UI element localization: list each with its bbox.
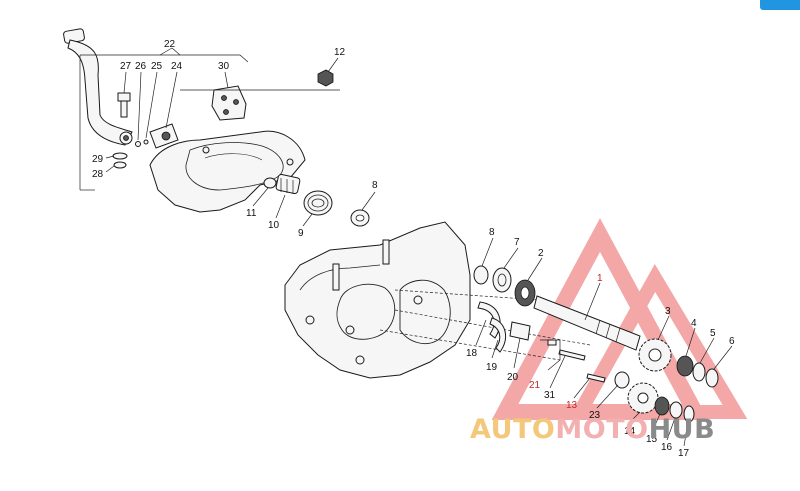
label-27: 27 xyxy=(120,61,132,72)
hub-2 xyxy=(514,279,536,307)
label-22: 22 xyxy=(164,39,176,50)
bearing-15 xyxy=(654,396,670,416)
label-7: 7 xyxy=(514,237,520,248)
gear-7 xyxy=(492,267,512,293)
bush-10 xyxy=(275,173,301,195)
label-9: 9 xyxy=(298,228,304,239)
bolt-27 xyxy=(117,92,131,118)
label-8-lower: 8 xyxy=(489,227,495,238)
side-cover xyxy=(149,130,306,213)
label-6: 6 xyxy=(729,336,735,347)
watermark-moto: MOTO xyxy=(555,414,648,445)
part-labels: 22 27 26 25 24 30 12 29 28 11 10 9 8 8 7… xyxy=(92,39,735,459)
label-18: 18 xyxy=(466,348,478,359)
label-5: 5 xyxy=(710,328,716,339)
label-14: 14 xyxy=(624,426,636,437)
bolt-23 xyxy=(586,373,606,383)
label-11: 11 xyxy=(246,208,257,219)
ring-17 xyxy=(683,405,695,423)
ring-25 xyxy=(143,139,149,145)
label-1: 1 xyxy=(597,273,603,284)
label-4: 4 xyxy=(691,318,697,329)
stud-left xyxy=(332,263,340,291)
nut-12 xyxy=(317,69,334,87)
label-10: 10 xyxy=(268,220,280,231)
stud-right xyxy=(382,239,390,265)
bolt-31 xyxy=(558,349,586,361)
nut-28 xyxy=(113,161,127,169)
watermark-auto: AUTO xyxy=(470,414,555,445)
washer-13 xyxy=(614,371,630,389)
label-16: 16 xyxy=(661,442,673,453)
shim-19 xyxy=(489,317,507,353)
label-8-top: 8 xyxy=(372,180,378,191)
gear-14 xyxy=(627,382,659,414)
shaft-1 xyxy=(533,295,641,351)
bracket-30 xyxy=(211,85,247,121)
corner-button[interactable] xyxy=(760,0,800,10)
label-2: 2 xyxy=(538,248,544,259)
label-26: 26 xyxy=(135,61,147,72)
screw-20 xyxy=(547,339,557,346)
plate-20 xyxy=(509,321,531,341)
spring-9 xyxy=(303,190,333,216)
gear-3 xyxy=(638,338,672,372)
label-17: 17 xyxy=(678,448,690,459)
shim-18 xyxy=(477,301,501,339)
clip-11 xyxy=(263,177,277,189)
bearing-4 xyxy=(676,355,694,377)
label-30: 30 xyxy=(218,61,230,72)
label-31: 31 xyxy=(544,390,556,401)
label-20: 20 xyxy=(507,372,519,383)
washer-26 xyxy=(135,141,141,147)
label-19: 19 xyxy=(486,362,498,373)
label-15: 15 xyxy=(646,434,658,445)
label-23: 23 xyxy=(589,410,601,421)
watermark-hub: HUB xyxy=(649,414,716,445)
hub-24 xyxy=(149,123,179,149)
label-12: 12 xyxy=(334,47,346,58)
washer-5 xyxy=(692,362,706,382)
label-24: 24 xyxy=(171,61,183,72)
label-21: 21 xyxy=(529,380,541,391)
label-28: 28 xyxy=(92,169,104,180)
washer-16 xyxy=(669,401,683,419)
washer-8-lower xyxy=(473,265,489,285)
label-3: 3 xyxy=(665,306,671,317)
label-29: 29 xyxy=(92,154,104,165)
kick-lever xyxy=(63,28,133,146)
label-25: 25 xyxy=(151,61,163,72)
watermark-text: AUTOMOTOHUB xyxy=(470,414,715,445)
crankcase xyxy=(284,221,591,379)
washer-8-top xyxy=(350,209,370,227)
leader-lines xyxy=(79,47,733,447)
ring-6 xyxy=(705,368,719,388)
washer-29 xyxy=(112,152,128,160)
label-13: 13 xyxy=(566,400,578,411)
